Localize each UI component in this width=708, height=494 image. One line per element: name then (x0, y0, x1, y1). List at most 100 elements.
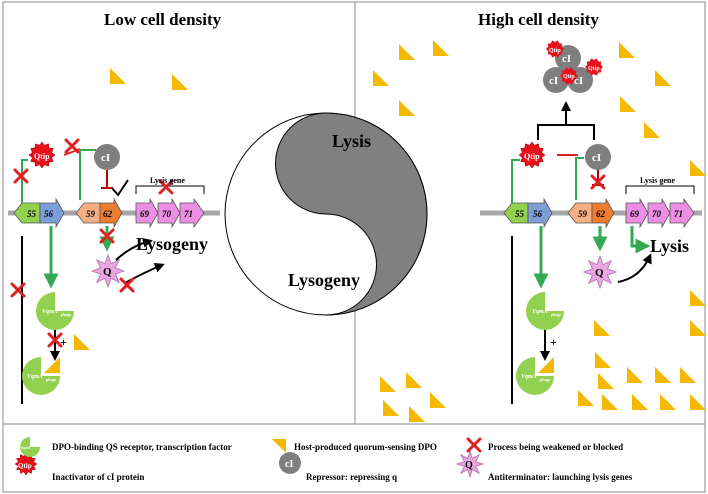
dpo-triangle-17 (594, 320, 610, 336)
gene-69-label-left: 69 (140, 209, 150, 219)
legend-q-label: Q (465, 460, 473, 471)
left-vqma-dpo (44, 357, 60, 373)
complex-qtip-label-3: Qtip (588, 66, 600, 72)
legend-qtip-label: Qtip (18, 462, 32, 470)
blocked-crosses (10, 138, 606, 348)
blocked-cross-5 (10, 282, 26, 298)
legend-qtip-text: Inactivator of cI protein (52, 472, 145, 482)
dpo-triangle-1 (110, 68, 126, 84)
dpo-triangle-5 (433, 40, 449, 56)
dpo-triangle-7 (399, 100, 415, 116)
right-vqma-bound (516, 357, 554, 395)
dpo-triangle-3 (74, 334, 90, 350)
dpo-triangle-21 (655, 367, 671, 383)
left-qtip (28, 141, 56, 169)
yinyang-lysis-label: Lysis (332, 131, 372, 151)
lysogeny-outcome-label: Lysogeny (136, 234, 209, 254)
left-check-mark (111, 179, 129, 197)
right-vqma-label: VqmA (532, 309, 548, 315)
right-vqma-bound-sub: phage (540, 377, 550, 382)
gene-55-label-right: 55 (515, 209, 525, 219)
dpo-triangle-28 (690, 160, 706, 176)
right-q-protein (582, 254, 618, 290)
right-plus-sign: + (550, 335, 557, 349)
gene-62-label-right: 62 (596, 209, 606, 219)
dpo-triangle-29 (690, 290, 706, 306)
left-genes (13, 197, 205, 229)
complex-qtip-label-2: Qtip (563, 74, 575, 80)
legend-ci-shape (279, 452, 301, 474)
high-density-title: High cell density (478, 10, 599, 29)
left-ci-protein (94, 144, 120, 170)
blocked-cross-7 (158, 179, 174, 195)
gene-62-label-left: 62 (103, 209, 113, 219)
legend-blocked-text: Process being weakened or blocked (488, 442, 624, 452)
ci-qtip-complex (543, 40, 603, 93)
dpo-triangle-27 (690, 394, 706, 410)
legend-cross-shape (466, 437, 482, 453)
dpo-triangle-12 (380, 376, 396, 392)
right-q-to-lysis-arrow (617, 253, 652, 283)
left-vqma-label: VqmA (42, 309, 58, 315)
right-ci-label: cI (592, 152, 601, 164)
yinyang-lysogeny-label: Lysogeny (288, 270, 361, 290)
blocked-cross-6 (47, 332, 63, 348)
complex-ci-label-2: cI (549, 75, 558, 87)
left-qtip-promoter (21, 159, 28, 203)
lysis-outcome-label: Lysis (650, 236, 690, 256)
right-vqma-sub: phage (551, 312, 561, 317)
right-qtip (518, 141, 546, 169)
legend-repressor-text: Repressor: repressing q (306, 472, 397, 482)
lysis-gene-bracket-left (135, 185, 205, 194)
left-vqma-bound-label: VqmA (27, 374, 43, 380)
left-vqma-free (36, 292, 74, 330)
blocked-cross-4 (119, 277, 135, 293)
right-vqma-free (526, 292, 564, 330)
dpo-triangle-9 (655, 70, 671, 86)
left-qtip-label: Qtip (34, 152, 50, 161)
right-complex-bracket (537, 124, 595, 140)
blocked-cross-3 (99, 228, 115, 244)
dpo-triangle-10 (620, 96, 636, 112)
gene-69-label-right: 69 (630, 209, 640, 219)
right-lysis-promoter-arrow (630, 226, 651, 254)
complex-ci-label-3: cI (574, 75, 583, 87)
right-genes (503, 197, 695, 229)
dpo-triangle-6 (373, 70, 389, 86)
right-qtip-promoter (511, 159, 520, 203)
legend-dpo-shape (272, 439, 286, 453)
legend-frame (2, 423, 706, 493)
dpo-triangles (74, 40, 706, 422)
dpo-triangle-8 (619, 42, 635, 58)
gene-56-label-right: 56 (533, 209, 543, 219)
dpo-triangle-26 (660, 394, 676, 410)
lysis-gene-label-right: Lysis gene (640, 176, 675, 185)
dpo-triangle-20 (627, 367, 643, 383)
left-ci-promoter (79, 149, 96, 200)
gene-71-label-left: 71 (184, 209, 193, 219)
gene-71-label-right: 71 (674, 209, 683, 219)
legend-antiterminator-text: Antiterminator: launching lysis genes (488, 472, 633, 482)
dpo-triangle-22 (680, 367, 696, 383)
low-density-title: Low cell density (104, 10, 222, 29)
dpo-triangle-23 (578, 390, 594, 406)
legend-vqma-shape (20, 437, 40, 457)
left-vqma-bound-sub: phage (46, 377, 56, 382)
left-q-protein (90, 253, 126, 289)
left-q-label: Q (103, 266, 112, 278)
dpo-triangle-16 (409, 406, 425, 422)
gene-59-label-right: 59 (578, 209, 588, 219)
left-q-to-lysogeny-arrow (124, 263, 165, 284)
left-plus-sign: + (60, 335, 67, 349)
right-q-label: Q (595, 267, 604, 279)
legend-receptor-text: DPO-binding QS receptor, transcription f… (52, 442, 232, 452)
right-ci-protein (585, 144, 611, 170)
complex-ci-label-1: cI (562, 53, 571, 65)
dpo-triangle-24 (602, 394, 618, 410)
gene-70-label-right: 70 (652, 209, 662, 219)
dpo-triangle-25 (632, 394, 648, 410)
left-ci-label: cI (101, 152, 110, 164)
legend-dpo-text: Host-produced quorum-sensing DPO (294, 442, 437, 452)
